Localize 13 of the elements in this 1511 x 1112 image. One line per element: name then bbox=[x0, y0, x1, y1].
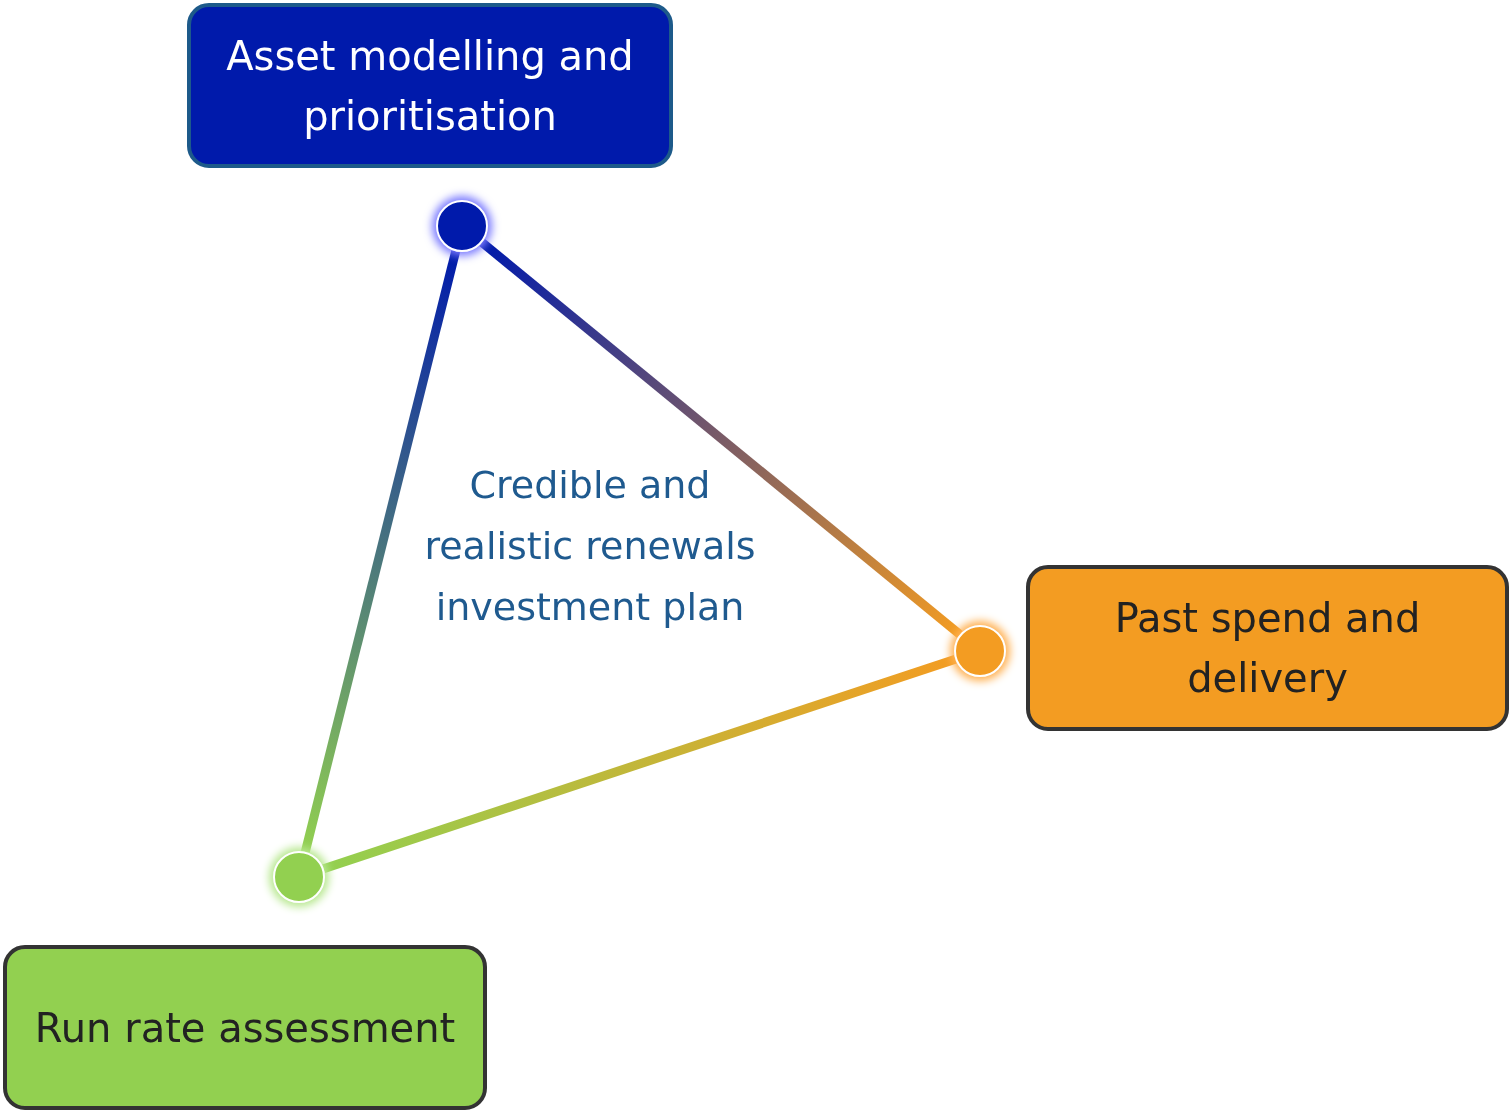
connector-line bbox=[479, 239, 963, 638]
connector-line bbox=[300, 250, 461, 853]
circle-node bbox=[954, 625, 1006, 677]
center-label: Credible and realistic renewals investment plan bbox=[423, 462, 757, 631]
connector-line bbox=[322, 654, 957, 874]
process-box bbox=[1026, 565, 1509, 731]
box-label: Run rate assessment bbox=[34, 1003, 456, 1053]
process-box bbox=[3, 945, 487, 1110]
box-label: Past spend and delivery bbox=[1113, 594, 1422, 703]
circle-node bbox=[436, 200, 488, 252]
process-box bbox=[187, 3, 673, 168]
circle-node bbox=[273, 851, 325, 903]
box-label: Asset modelling and prioritisation bbox=[225, 31, 635, 141]
